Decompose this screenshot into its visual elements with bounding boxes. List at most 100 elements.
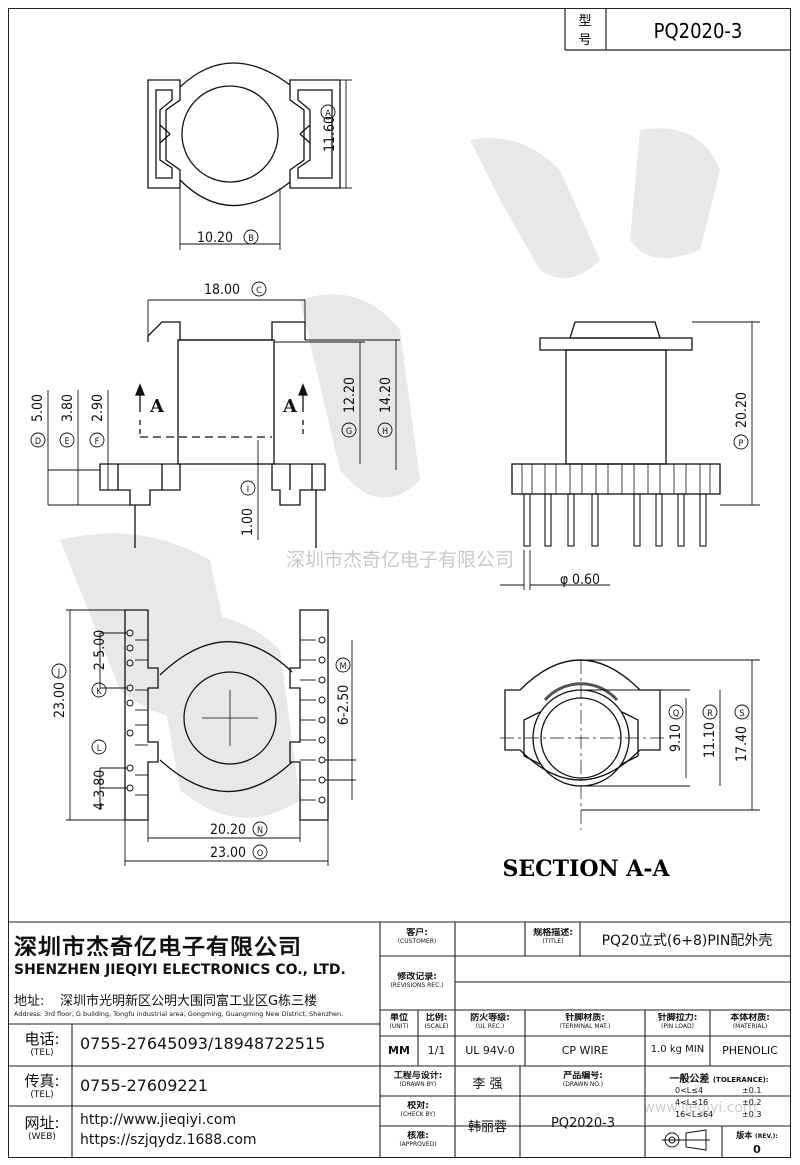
dim-h: 14.20 [378, 377, 394, 413]
tel-label: 电话: [24, 1030, 60, 1048]
section-title: SECTION A-A [502, 856, 670, 882]
dim-lines-top [179, 79, 352, 250]
dim-p: 20.20 [734, 392, 750, 428]
web-link-2[interactable]: https://szjqydz.1688.com [80, 1132, 257, 1148]
addr-cn: 深圳市光明新区公明大围同富工业区G栋三楼 [60, 994, 318, 1008]
watermark-text: 深圳市杰奇亿电子有限公司 [286, 549, 514, 571]
front-view [99, 321, 326, 548]
tel-label-en: (TEL) [30, 1048, 54, 1058]
dim-f: 2.90 [90, 394, 106, 422]
revisions-label: 修改记录:(REVISIONS REC.) [390, 972, 444, 989]
circle-c: C [256, 286, 262, 296]
addr-en: Address: 3rd floor, G building, Tongfu i… [14, 1010, 344, 1018]
dim-pin-dia: 0.60 [572, 572, 600, 588]
dim-lines-bottom [66, 609, 356, 866]
side-view [511, 321, 721, 547]
scale-label: 比例:(SCALE) [424, 1013, 449, 1030]
drawn-value: 李 强 [472, 1077, 503, 1092]
tolerance-symbol [662, 1129, 710, 1151]
dim-o: 23.00 [210, 845, 246, 861]
circle-j: J [57, 668, 60, 678]
circle-h: H [382, 427, 388, 437]
tol-value-2: ±0.2 [742, 1098, 762, 1107]
check-label: 校对:(CHECK BY) [400, 1101, 436, 1118]
pinload-label: 针脚拉力:(PIN LOAD) [657, 1013, 698, 1030]
dim-lines-side [500, 321, 760, 590]
dim-a: 11.60 [322, 116, 338, 152]
circle-r: R [707, 709, 713, 719]
dim-lines-section [581, 659, 760, 811]
watermark-url: www.jieqiyi.com [643, 1100, 756, 1116]
web-link-1[interactable]: http://www.jieqiyi.com [80, 1112, 237, 1128]
dim-s: 17.40 [734, 726, 750, 762]
dim-m: 6-2.50 [336, 685, 352, 726]
circle-p: P [739, 439, 744, 449]
tol-range-2: 4<L≤16 [675, 1098, 709, 1107]
material-value: PHENOLIC [722, 1044, 778, 1057]
circle-e: E [64, 437, 69, 447]
model-header [564, 8, 791, 51]
dim-c: 18.00 [204, 282, 240, 298]
tol-range-1: 0<L≤4 [675, 1086, 704, 1095]
dim-e: 3.80 [60, 394, 76, 422]
section-mark-left: A [149, 396, 165, 417]
dim-l: 4-3.80 [92, 770, 108, 811]
circle-q: Q [673, 709, 679, 719]
unit-label: 单位(UNIT) [389, 1013, 409, 1030]
pinload-value: 1.0 kg MIN [650, 1044, 705, 1055]
phi-1: φ [560, 572, 568, 588]
circle-d: D [35, 437, 41, 447]
company-name-en: SHENZHEN JIEQIYI ELECTRONICS CO., LTD. [14, 962, 346, 978]
dim-lines-front [47, 299, 400, 540]
tol-value-1: ±0.1 [742, 1086, 762, 1095]
dim-k: 2-5.00 [92, 630, 108, 671]
unit-value: MM [388, 1044, 410, 1057]
circle-m: M [340, 662, 347, 672]
tol-range-3: 16<L≤64 [675, 1110, 714, 1119]
circle-g: G [346, 427, 352, 437]
terminal-value: CP WIRE [561, 1044, 609, 1057]
section-mark-right: A [282, 396, 298, 417]
section-view [500, 659, 665, 830]
part-value: PQ2020-3 [550, 1116, 616, 1131]
terminal-label: 针脚材质:(TERMINAL MAT.) [559, 1013, 611, 1030]
dim-i: 1.00 [240, 508, 256, 536]
addr-label: 地址: [14, 994, 45, 1008]
circle-a: A [325, 109, 331, 119]
web-label: 网址: [24, 1114, 60, 1132]
revision-value: 0 [753, 1143, 761, 1156]
check-value: 韩丽蓉 [467, 1120, 507, 1135]
dim-d: 5.00 [30, 394, 46, 422]
tol-value-3: ±0.3 [742, 1110, 762, 1119]
circle-o: O [257, 849, 263, 859]
company-name-cn: 深圳市杰奇亿电子有限公司 [14, 935, 302, 956]
ul-label: 防火等级:(UL REC.) [470, 1013, 510, 1030]
web-label-en: (WEB) [28, 1132, 56, 1142]
dim-q: 9.10 [668, 724, 684, 752]
revision-label: 版本 (REV.): [736, 1131, 778, 1140]
dim-g: 12.20 [342, 377, 358, 413]
fax-value: 0755-27609221 [80, 1076, 208, 1095]
material-label: 本体材质:(MATERIAL) [730, 1013, 770, 1030]
titleblock-grid [8, 921, 791, 1158]
watermark-brush [60, 128, 720, 818]
title-label: 规格描述:(TITLE) [533, 928, 573, 945]
circle-s: S [739, 709, 744, 719]
tel-value: 0755-27645093/18948722515 [80, 1034, 326, 1053]
ul-value: UL 94V-0 [465, 1044, 515, 1057]
fax-label: 传真: [24, 1072, 60, 1090]
customer-label: 客户:(CUSTOMER) [397, 928, 437, 945]
fax-label-en: (TEL) [30, 1090, 54, 1100]
dim-j: 23.00 [52, 682, 68, 718]
approved-label: 核准:(APPROVED) [399, 1131, 437, 1148]
circle-n: N [257, 826, 263, 836]
dim-n: 20.20 [210, 822, 246, 838]
circle-l: L [97, 744, 102, 754]
title-value: PQ20立式(6+8)PIN配外壳 [601, 933, 773, 949]
top-view [147, 62, 341, 207]
circle-k: K [96, 687, 102, 697]
dim-r: 11.10 [702, 722, 718, 758]
part-label: 产品编号:(DRAWN NO.) [562, 1071, 604, 1088]
drawing-frame [8, 8, 791, 1158]
